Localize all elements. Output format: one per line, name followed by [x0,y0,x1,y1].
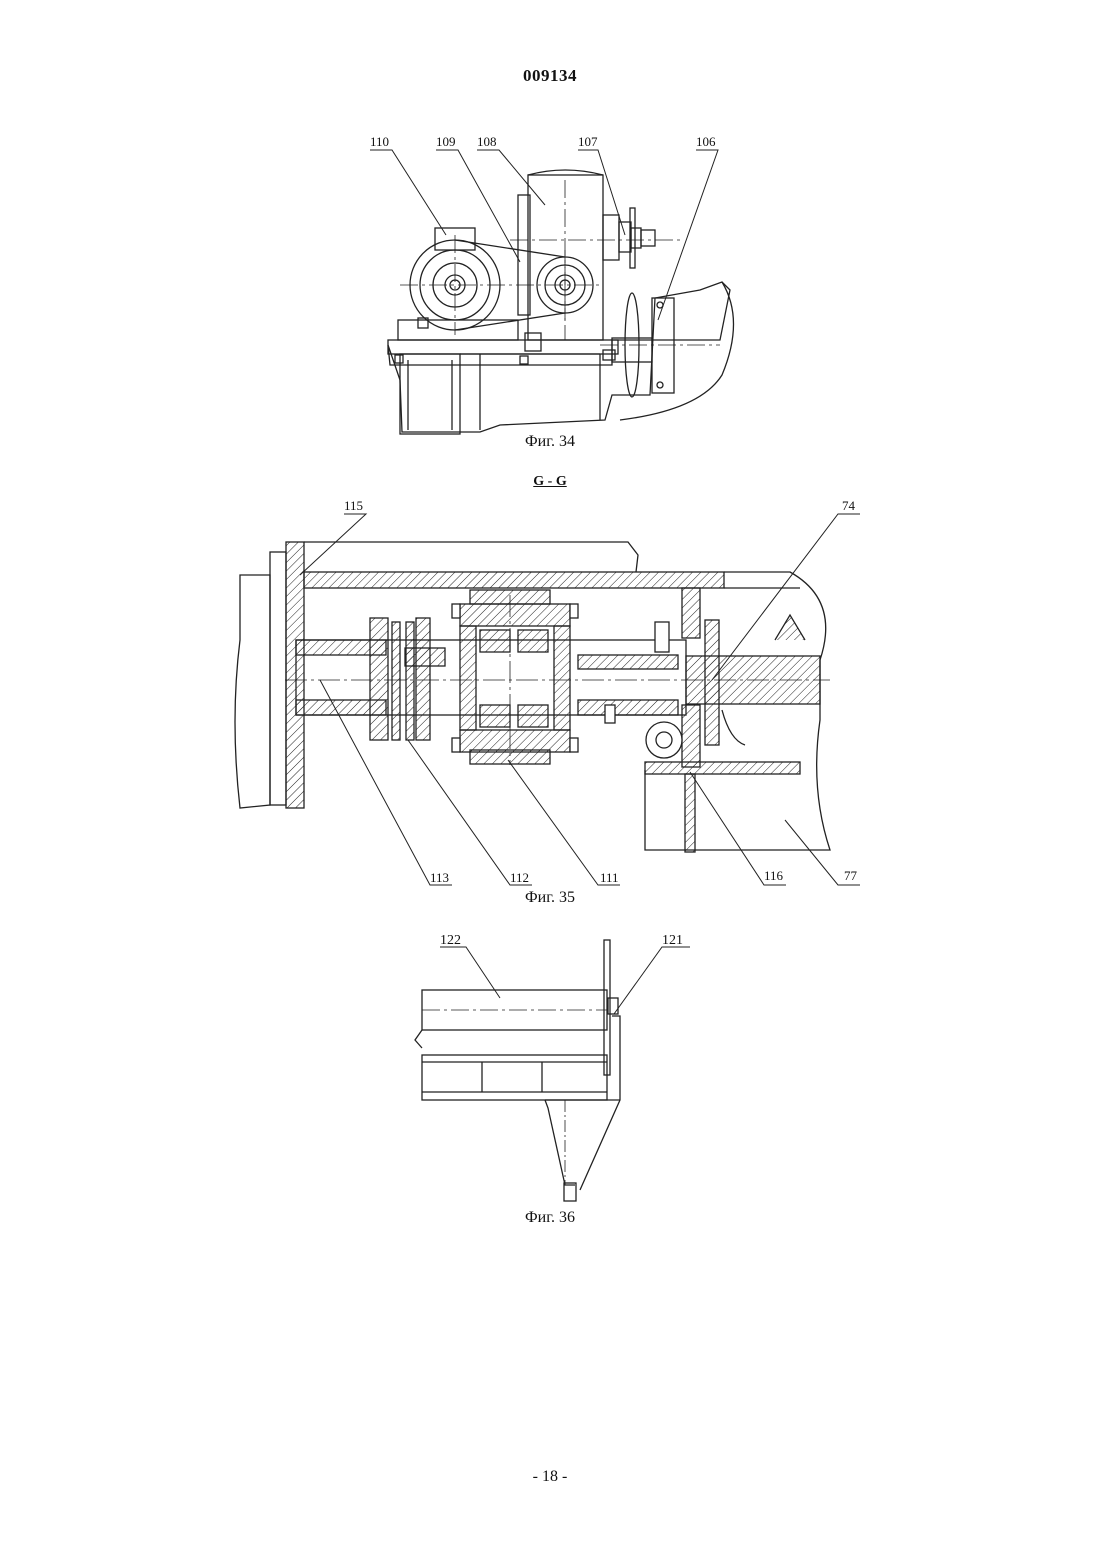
label-108: 108 [477,134,497,149]
label-109: 109 [436,134,456,149]
figure-35-drawing [235,542,830,852]
label-121: 121 [662,933,683,948]
label-107: 107 [578,134,598,149]
figure-36-caption: Фиг. 36 [0,1209,1100,1227]
label-112: 112 [510,870,529,885]
page-number: - 18 - [0,1468,1100,1486]
figure-35-caption: Фиг. 35 [0,889,1100,907]
label-115: 115 [344,498,363,513]
section-title-gg: G - G [0,474,1100,490]
figure-36-leaders [440,947,690,1014]
figure-36-drawing [415,940,620,1201]
label-74: 74 [842,498,856,513]
label-116: 116 [764,868,784,883]
label-110: 110 [370,134,389,149]
figure-34-drawing [388,170,734,434]
figure-34-caption: Фиг. 34 [0,433,1100,451]
label-111: 111 [600,870,619,885]
label-113: 113 [430,870,449,885]
label-122: 122 [440,933,461,948]
label-106: 106 [696,134,716,149]
label-77: 77 [844,868,858,883]
